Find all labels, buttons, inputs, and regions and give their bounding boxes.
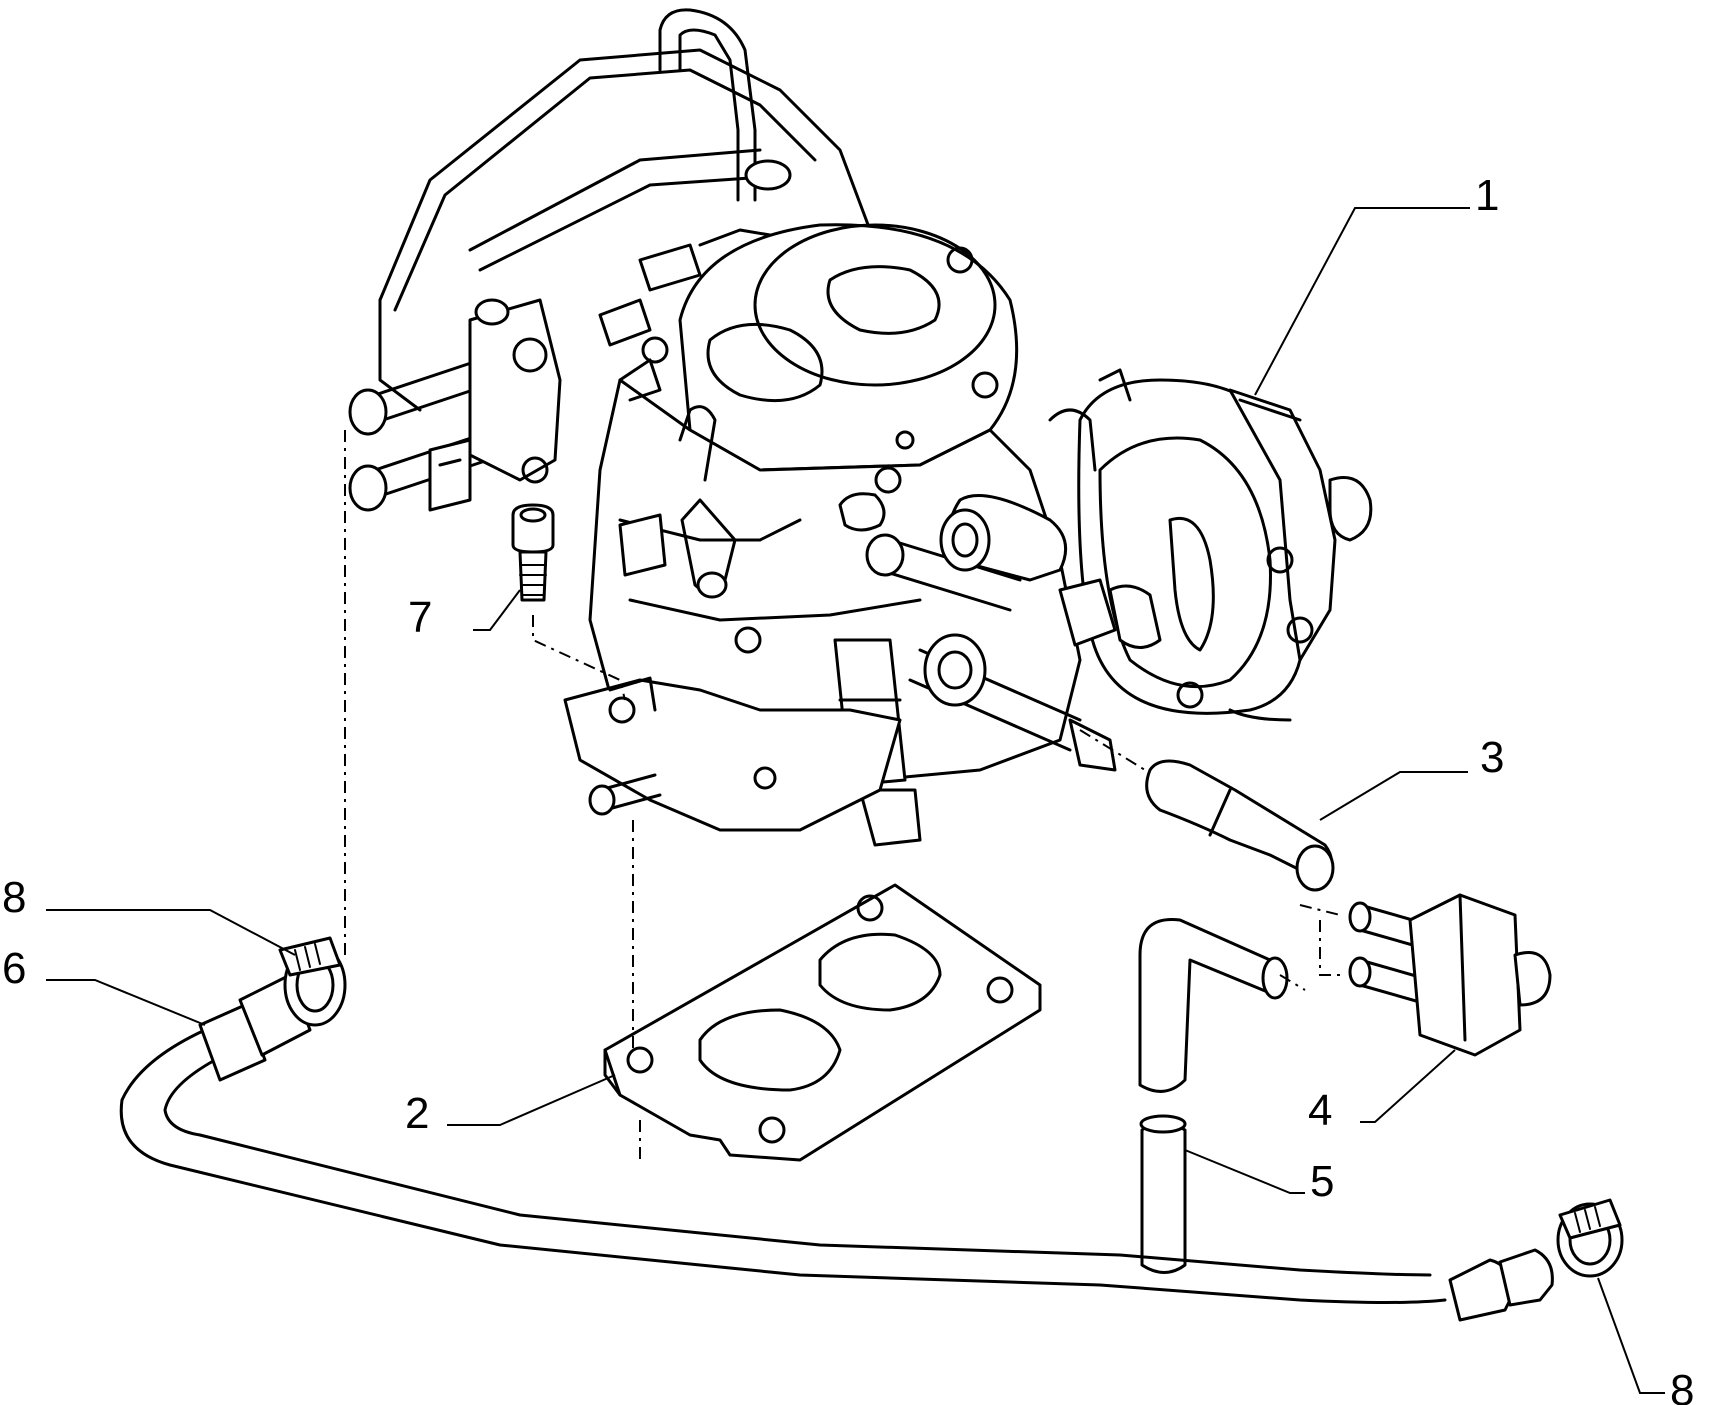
gasket-part-2 [603, 883, 1042, 1162]
sensor-part-4 [1348, 893, 1552, 1057]
callout-3: 3 [1480, 733, 1504, 782]
callout-8-right: 8 [1670, 1366, 1694, 1405]
screw-part-7 [511, 503, 555, 602]
callout-2: 2 [405, 1089, 429, 1138]
carburetor-assembly [348, 8, 1373, 847]
callout-1: 1 [1475, 171, 1499, 220]
hose-clamp-part-8-right [1556, 1198, 1624, 1278]
callout-8-left: 8 [2, 873, 26, 922]
leader-lines [46, 207, 1665, 1394]
hose-sleeve-part-3 [1145, 759, 1335, 892]
choke-housing [1077, 368, 1373, 722]
callout-7: 7 [408, 593, 432, 642]
hose-clamp-part-8-left [278, 936, 347, 1027]
callout-4: 4 [1308, 1086, 1332, 1135]
hose-part-5 [1138, 917, 1306, 1274]
callout-6: 6 [2, 944, 26, 993]
callout-5: 5 [1310, 1157, 1334, 1206]
